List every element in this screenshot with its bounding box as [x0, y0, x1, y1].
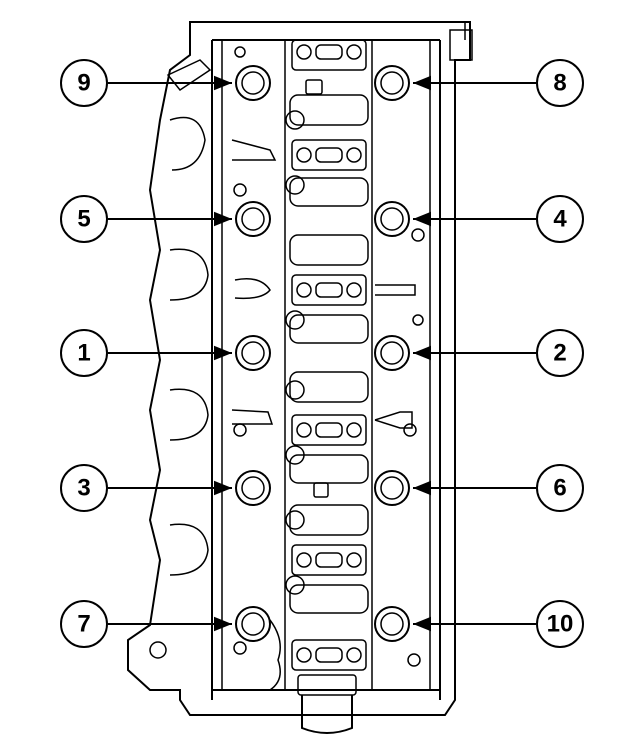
bolt-right-row-4 — [374, 470, 410, 506]
cylinder-head-body — [127, 21, 473, 734]
callout-1: 1 — [60, 329, 232, 377]
callout-2: 2 — [413, 329, 584, 377]
callout-10-label: 10 — [547, 611, 574, 638]
callout-5: 5 — [60, 195, 232, 243]
callout-8-label: 8 — [553, 70, 566, 97]
callout-2-label: 2 — [553, 340, 566, 367]
callout-9: 9 — [60, 59, 232, 107]
bolt-left-row-4 — [235, 470, 271, 506]
side-hardware — [231, 46, 425, 691]
callout-1-label: 1 — [77, 340, 90, 367]
callout-8: 8 — [413, 59, 584, 107]
bolt-left-row-3 — [235, 335, 271, 371]
callout-4: 4 — [413, 195, 584, 243]
head-bolts — [235, 65, 410, 642]
bolt-right-row-1 — [374, 65, 410, 101]
bolt-left-row-5 — [235, 606, 271, 642]
callout-3-label: 3 — [77, 475, 90, 502]
callout-5-label: 5 — [77, 206, 90, 233]
callout-6: 6 — [413, 464, 584, 512]
callout-4-label: 4 — [553, 206, 567, 233]
camshaft-channel — [284, 39, 373, 690]
callout-6-label: 6 — [553, 475, 566, 502]
callout-7: 7 — [60, 600, 232, 648]
callout-3: 3 — [60, 464, 232, 512]
callout-10: 10 — [413, 600, 584, 648]
bolt-left-row-2 — [235, 201, 271, 237]
callout-7-label: 7 — [77, 611, 90, 638]
bolt-right-row-2 — [374, 201, 410, 237]
bolt-right-row-3 — [374, 335, 410, 371]
bolt-right-row-5 — [374, 606, 410, 642]
callout-9-label: 9 — [77, 70, 90, 97]
bolt-left-row-1 — [235, 65, 271, 101]
